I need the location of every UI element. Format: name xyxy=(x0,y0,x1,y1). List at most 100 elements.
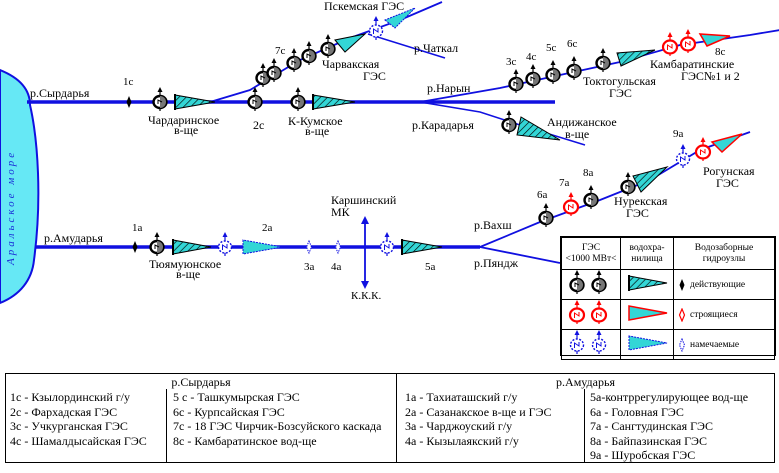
reservoir-existing-icon xyxy=(628,275,668,291)
weir-planned-icon xyxy=(679,338,685,351)
label-1a: 1а xyxy=(132,222,143,234)
legend-intake-planned: намечаемые xyxy=(673,329,775,360)
key-amudarya: р.Амударья 1а - Тахиаташский г/у 2а - Са… xyxy=(397,374,774,462)
legend-header-hpp: ГЭС <1000 МВт< xyxy=(561,237,621,270)
hpp-5a xyxy=(379,231,395,257)
label-2a: 2а xyxy=(262,222,273,234)
hpp-7c-4 xyxy=(301,39,317,67)
label-vakhsh: р.Вахш xyxy=(474,218,512,232)
legend-reservoir-under-construction xyxy=(620,299,674,330)
weir-1c xyxy=(126,96,132,108)
hpp-6c xyxy=(566,54,582,82)
key-table: р.Сырдарья 1с - Кзылординский г/у 2с - Ф… xyxy=(5,373,775,463)
key-syrdarya-right: 5 с - Ташкумырская ГЭС 6с - Курпсайская … xyxy=(173,390,382,448)
hpp-nurek xyxy=(620,170,636,198)
label-8c: 8с xyxy=(715,46,726,58)
divider xyxy=(166,389,167,462)
label-3c: 3с xyxy=(506,56,517,68)
hpp-5c xyxy=(545,58,561,86)
reservoir-toktogul xyxy=(616,49,656,67)
label-pskem: Пскемская ГЭС xyxy=(324,0,404,13)
reservoir-planned-icon xyxy=(628,335,668,351)
label-4c: 4с xyxy=(526,51,537,63)
label-chatkal: р.Чаткал xyxy=(414,41,458,55)
hpp-toktogul xyxy=(595,46,611,74)
reservoir-kkum xyxy=(312,94,356,110)
hpp-7c-2 xyxy=(266,56,282,84)
hpp-planned-icon xyxy=(569,329,607,355)
hpp-7a xyxy=(562,190,580,218)
label-amudarya: р.Амударья xyxy=(44,231,103,245)
hpp-7c-3 xyxy=(286,46,302,74)
hpp-6a xyxy=(538,201,554,229)
legend-header-reservoir: водохра- нилища xyxy=(620,237,674,270)
weir-1a xyxy=(132,241,138,253)
hpp-andijan xyxy=(501,108,517,136)
legend-reservoir-planned xyxy=(620,329,674,360)
hpp-pskem xyxy=(368,15,384,41)
aral-sea xyxy=(0,68,40,305)
aral-sea-label: Аральское море xyxy=(5,150,17,266)
hpp-8a xyxy=(583,183,599,211)
label-charvak-1: Чарвакская xyxy=(322,57,380,71)
label-charvak-2: ГЭС xyxy=(363,69,386,83)
label-7a: 7а xyxy=(559,177,570,189)
reservoir-chardara xyxy=(174,94,216,110)
label-chardara-2: в-ще xyxy=(174,123,198,137)
legend-hpp-existing xyxy=(561,268,621,300)
reservoir-tuyamuyun xyxy=(172,239,212,255)
reservoir-5a xyxy=(401,239,443,255)
label-andijan-2: в-ще xyxy=(565,127,589,141)
reservoir-under-construction-icon xyxy=(628,305,668,321)
reservoir-pskem xyxy=(384,7,416,29)
label-karshi-2: МК xyxy=(331,205,351,219)
label-chardara-1: Чардаринское xyxy=(148,113,219,127)
hpp-chardara xyxy=(152,85,168,113)
pyanj-river xyxy=(479,246,561,264)
legend-hpp-planned xyxy=(561,329,621,360)
key-syrdarya: р.Сырдарья 1с - Кзылординский г/у 2с - Ф… xyxy=(6,374,396,462)
legend-reservoir-existing xyxy=(620,269,674,300)
label-karadarya: р.Карадарья xyxy=(412,118,474,132)
label-7c: 7с xyxy=(275,45,286,57)
key-syrdarya-left: 1с - Кзылординский г/у 2с - Фархадская Г… xyxy=(10,390,147,448)
key-amudarya-title: р.Амударья xyxy=(556,375,615,389)
reservoir-kambarata xyxy=(698,33,731,47)
label-kambarata-1: Камбаратинские xyxy=(650,57,734,71)
label-kkk: К.К.К. xyxy=(351,290,382,302)
label-toktogul-2: ГЭС xyxy=(609,86,632,100)
label-toktogul-1: Токтогульская xyxy=(583,74,656,88)
hpp-3c xyxy=(508,67,524,95)
key-syrdarya-title: р.Сырдарья xyxy=(171,375,231,389)
hpp-under-construction-icon xyxy=(568,298,608,326)
hpp-9a xyxy=(675,143,691,169)
reservoir-nurek xyxy=(632,166,669,193)
label-nurek-1: Нурекская xyxy=(614,194,668,208)
reservoir-charvak xyxy=(334,33,367,53)
chatkal-river xyxy=(367,33,446,59)
label-andijan-1: Андижанское xyxy=(547,115,617,129)
hpp-kambarata-1 xyxy=(661,30,679,58)
legend-intake-under-construction: строящиеся xyxy=(673,299,775,330)
label-karshi-1: Каршинский xyxy=(331,193,397,207)
label-tuyamuyun-1: Тюямуюнское xyxy=(149,257,221,271)
divider xyxy=(584,389,585,462)
key-amudarya-left: 1а - Тахиаташский г/у 2а - Сазанакское в… xyxy=(405,390,552,448)
label-8a: 8а xyxy=(583,167,594,179)
hpp-rogun xyxy=(694,135,712,163)
label-rogun-1: Рогунская xyxy=(703,164,755,178)
label-9a: 9а xyxy=(673,128,684,140)
label-kkum-1: К-Кумское xyxy=(288,114,343,128)
hpp-4c xyxy=(525,62,541,90)
key-amudarya-right: 5а-контррегулирующее вод-ще 6а - Головна… xyxy=(590,390,749,462)
label-pyanj: р.Пяндж xyxy=(474,256,519,270)
label-kkum-2: в-ще xyxy=(305,124,329,138)
divider xyxy=(396,374,397,462)
weir-under-construction-icon xyxy=(678,307,686,322)
hpp-tuyamuyun xyxy=(149,230,165,258)
label-kambarata-2: ГЭС№1 и 2 xyxy=(681,69,740,83)
label-6a: 6а xyxy=(537,189,548,201)
label-5c: 5с xyxy=(546,42,557,54)
reservoir-andijan xyxy=(516,116,561,141)
label-3a: 3а xyxy=(304,261,315,273)
